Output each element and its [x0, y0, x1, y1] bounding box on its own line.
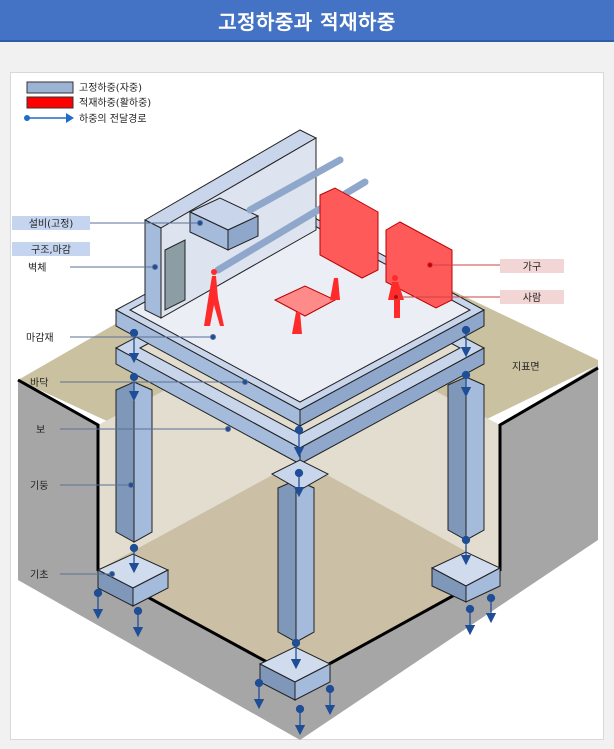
structure-label-bg [12, 242, 90, 256]
leader-lines [60, 220, 248, 577]
person-label-bg [500, 290, 564, 304]
label-finish: 마감재 [26, 332, 54, 344]
label-ground: 지표면 [512, 361, 540, 373]
legend-dead-load-label: 고정하중(자중) [79, 81, 142, 94]
equipment-label-bg [12, 216, 90, 230]
legend-load-path-label: 하중의 전달경로 [79, 112, 147, 125]
red-leader-lines [393, 262, 500, 300]
legend-live-load-label: 적재하중(활하중) [79, 96, 151, 109]
page-title: 고정하중과 적재하중 [218, 9, 396, 34]
label-furniture: 가구 [523, 261, 541, 273]
wall [143, 129, 369, 319]
legend-live-load-swatch [26, 96, 74, 109]
load-path-arrows [92, 325, 497, 736]
header-bar: 고정하중과 적재하중 [0, 0, 614, 42]
column [115, 376, 485, 643]
label-floor: 바닥 [30, 377, 48, 389]
label-equipment: 설비(고정) [29, 218, 74, 230]
label-beam: 보 [36, 424, 45, 436]
legend-dead-load-swatch [26, 81, 74, 94]
label-column: 기둥 [30, 480, 48, 492]
label-structure-finish: 구조,마감 [31, 244, 71, 256]
furniture-label-bg [500, 259, 564, 273]
label-foundation: 기초 [30, 569, 48, 581]
label-person: 사람 [523, 291, 541, 304]
legend: 고정하중(자중) 적재하중(활하중) 하중의 전달경로 [24, 81, 151, 125]
label-wall: 벽체 [28, 262, 46, 274]
